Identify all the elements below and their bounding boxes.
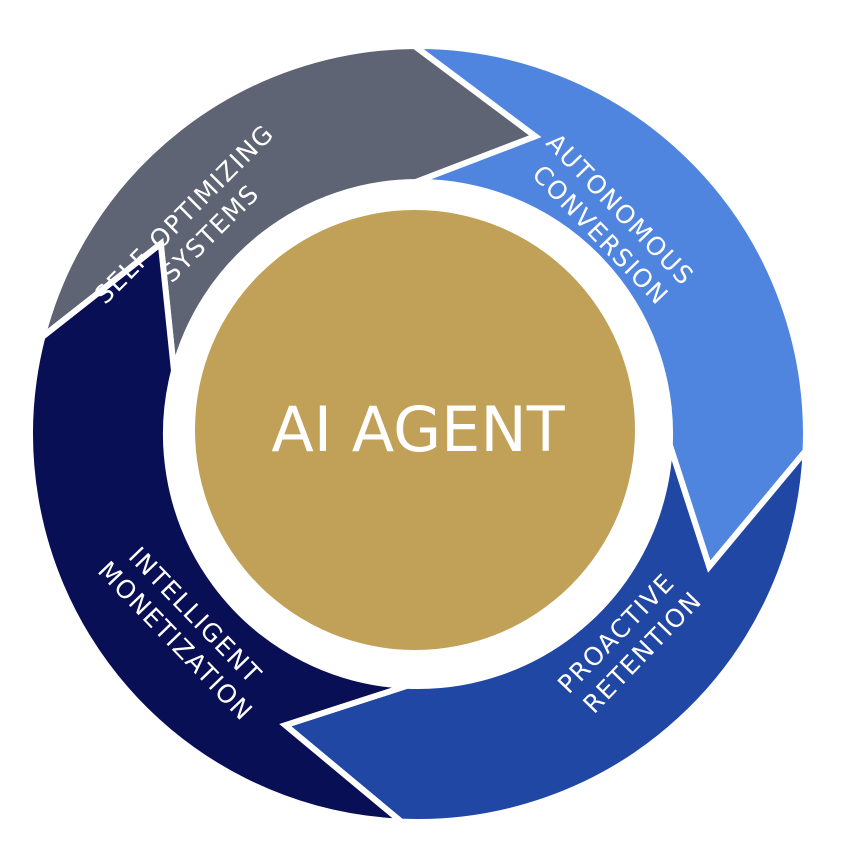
segment-autonomous	[405, 42, 809, 573]
cycle-ring	[27, 42, 809, 825]
center-circle	[195, 210, 635, 650]
center-label: AI AGENT	[271, 393, 565, 466]
segment-intelligent	[27, 237, 410, 825]
segment-proactive	[279, 442, 809, 825]
